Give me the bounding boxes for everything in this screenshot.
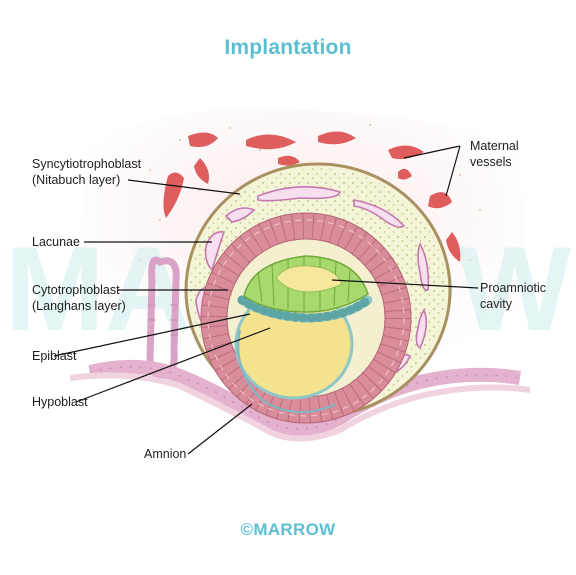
label-lacunae-text: Lacunae [32,235,80,249]
label-epiblast: Epiblast [32,348,76,364]
label-hypoblast: Hypoblast [32,394,88,410]
label-syncytiotrophoblast-line2: (Nitabuch layer) [32,173,121,187]
label-lacunae: Lacunae [32,234,80,250]
label-hypoblast-text: Hypoblast [32,395,88,409]
label-syncytiotrophoblast-line1: Syncytiotrophoblast [32,157,142,171]
proamniotic-cavity [275,265,343,293]
label-amnion: Amnion [144,446,186,462]
label-epiblast-text: Epiblast [32,349,77,363]
label-amnion-text: Amnion [144,447,187,461]
label-maternal-vessels-line1: Maternal [470,139,519,153]
maternal-vessels [163,131,461,262]
label-proamniotic-cavity-line1: Proamniotic [480,281,546,295]
brand-footer: ©MARROW [240,520,336,539]
amnion [237,329,337,414]
leader-lines [53,145,479,455]
label-maternal-vessels: Maternal vessels [470,138,519,170]
label-cytotrophoblast-line2: (Langhans layer) [32,299,126,313]
label-cytotrophoblast-line1: Cytotrophoblast [32,283,120,297]
diagram-title: Implantation [224,36,352,59]
stroma-below [69,372,531,442]
label-proamniotic-cavity-line2: cavity [480,297,512,311]
label-syncytiotrophoblast: Syncytiotrophoblast (Nitabuch layer) [32,156,141,188]
label-proamniotic-cavity: Proamniotic cavity [480,280,546,312]
endometrium-stroma-dots [119,124,481,321]
label-cytotrophoblast: Cytotrophoblast (Langhans layer) [32,282,126,314]
label-maternal-vessels-line2: vessels [470,155,512,169]
